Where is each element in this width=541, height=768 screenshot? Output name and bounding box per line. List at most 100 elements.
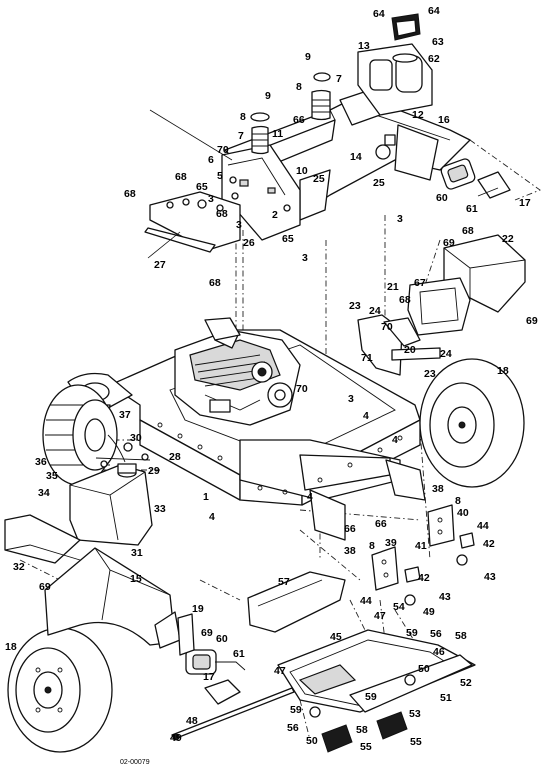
callout-label: 38 [432,483,444,495]
callout-label: 44 [360,595,372,607]
callout-label: 31 [131,547,143,559]
callout-label: 71 [361,352,373,364]
battery-tray [407,277,471,336]
part-callouts: 64 64 63 13 62 9 7 8 9 8 7 12 16 11 66 7… [5,5,538,753]
callout-label: 27 [154,259,166,271]
callout-label: 20 [404,344,416,356]
fuel-tank-tray [4,514,81,564]
callout-label: 55 [360,741,372,753]
callout-label: 44 [477,520,489,532]
callout-label: 69 [443,237,455,249]
callout-label: 64 [373,8,385,20]
callout-label: 68 [462,225,474,237]
callout-label: 15 [130,573,142,585]
callout-label: 17 [519,197,531,209]
callout-label: 21 [387,281,399,293]
callout-label: 30 [130,432,142,444]
callout-label: 42 [418,572,430,584]
callout-label: 3 [236,219,242,231]
callout-label: 60 [436,192,448,204]
callout-label: 11 [272,128,283,140]
callout-label: 9 [305,51,311,63]
callout-label: 69 [526,315,538,327]
callout-label: 35 [46,470,58,482]
right-rear-tire [419,358,525,488]
callout-label: 69 [39,581,51,593]
callout-label: 58 [455,630,467,642]
callout-label: 51 [440,692,452,704]
front-fender [44,547,181,649]
callout-label: 3 [208,193,214,205]
callout-label: 23 [349,300,361,312]
callout-label: 2 [272,209,278,221]
drawing-number: 02-00079 [120,759,150,766]
fuel-tank [69,463,153,546]
control-panel-bracket [149,109,301,241]
callout-label: 40 [457,507,469,519]
callout-label: 6 [208,154,214,166]
callout-label: 13 [358,40,370,52]
callout-label: 63 [432,36,444,48]
callout-label: 22 [502,233,514,245]
callout-label: 66 [344,523,356,535]
callout-label: 5 [217,170,223,182]
callout-label: 68 [124,188,136,200]
callout-label: 70 [381,321,393,333]
callout-label: 70 [296,383,308,395]
callout-label: 59 [365,691,377,703]
callout-label: 59 [406,627,418,639]
callout-label: 65 [196,181,208,193]
callout-label: 58 [356,724,368,736]
side-bracket [177,613,195,656]
callout-label: 61 [466,203,478,215]
callout-label: 16 [438,114,450,126]
callout-label: 3 [348,393,354,405]
callout-label: 65 [282,233,294,245]
callout-label: 10 [296,165,308,177]
callout-label: 1 [203,491,209,503]
callout-label: 60 [216,633,228,645]
callout-label: 49 [423,606,435,618]
callout-label: 54 [393,601,405,613]
callout-label: 4 [392,434,398,446]
callout-label: 52 [460,677,472,689]
callout-label: 68 [216,208,228,220]
mount-brackets [357,314,441,376]
callout-label: 36 [35,456,47,468]
callout-label: 45 [330,631,342,643]
callout-label: 59 [290,704,302,716]
callout-label: 25 [373,177,385,189]
callout-label: 48 [186,715,198,727]
callout-label: 62 [428,53,440,65]
callout-label: 29 [148,465,160,477]
callout-label: 47 [374,610,386,622]
callout-label: 47 [274,665,286,677]
callout-label: 68 [399,294,411,306]
callout-label: 4 [209,511,215,523]
callout-label: 24 [440,348,452,360]
callout-label: 12 [412,109,424,121]
callout-label: 37 [119,409,131,421]
callout-label: 38 [344,545,356,557]
callout-label: 23 [424,368,436,380]
callout-label: 57 [278,576,290,588]
callout-label: 49 [170,732,182,744]
callout-label: 50 [306,735,318,747]
callout-label: 3 [302,252,308,264]
callout-label: 26 [243,237,255,249]
callout-label: 8 [296,81,302,93]
callout-label: 25 [313,173,325,185]
callout-label: 7 [336,73,342,85]
callout-label: 32 [13,561,25,573]
callout-label: 50 [418,663,430,675]
seat-switch-springs [250,72,331,155]
callout-label: 39 [385,537,397,549]
callout-label: 41 [415,540,427,552]
fuel-lines-and-clamps [95,434,151,468]
callout-label: 55 [410,736,422,748]
callout-label: 24 [369,305,381,317]
callout-label: 43 [484,571,496,583]
callout-label: 19 [192,603,204,615]
callout-label: 8 [240,111,246,123]
